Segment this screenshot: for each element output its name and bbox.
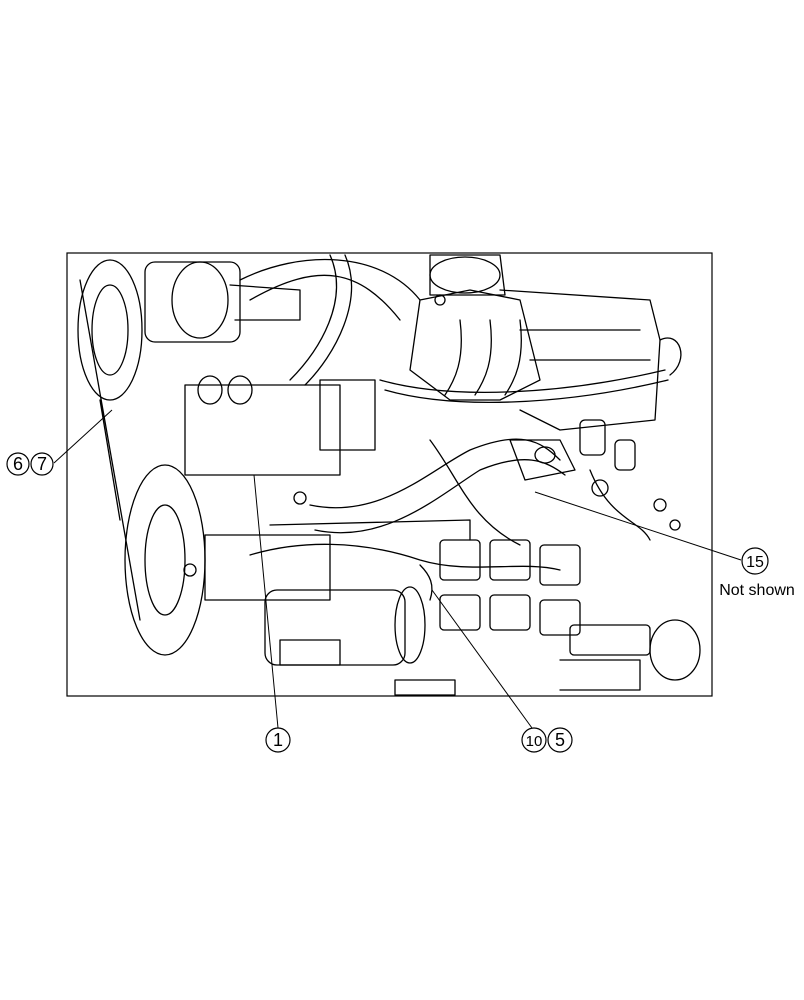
engine-illustration xyxy=(77,254,701,696)
callout-1: 1 xyxy=(265,727,291,753)
callout-6: 6 xyxy=(6,452,30,476)
callout-7-label: 7 xyxy=(37,454,47,474)
callout-6-label: 6 xyxy=(13,454,23,474)
callout-15-note: Not shown xyxy=(719,582,795,599)
callout-15-label: 15 xyxy=(746,554,764,571)
callout-10-label: 10 xyxy=(526,733,543,750)
callout-10: 10 xyxy=(521,727,547,753)
callout-7: 7 xyxy=(30,452,54,476)
callout-5: 5 xyxy=(547,727,573,753)
leader-lines xyxy=(53,409,742,729)
leader-line-10-5 xyxy=(431,589,533,729)
leader-line-6-7 xyxy=(53,409,113,464)
callout-15: 15 Not shown xyxy=(719,547,795,599)
illustration-frame xyxy=(66,252,713,697)
leader-line-15 xyxy=(534,491,742,561)
callout-1-label: 1 xyxy=(273,730,283,750)
callout-5-label: 5 xyxy=(555,730,565,750)
leader-line-1 xyxy=(253,474,279,729)
